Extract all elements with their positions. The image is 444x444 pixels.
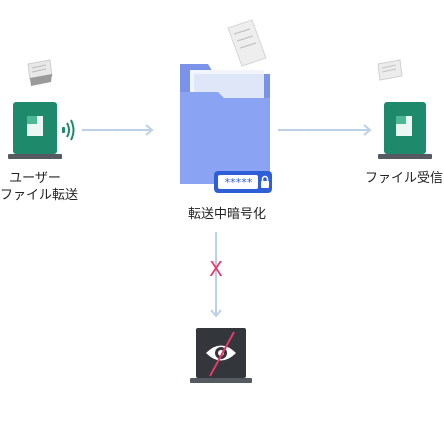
interceptor-laptop xyxy=(186,324,256,390)
document-sheet-icon xyxy=(227,19,267,67)
arrow-send xyxy=(82,124,156,136)
arrow-intercept xyxy=(210,232,222,320)
sender-label-line2: ファイル転送 xyxy=(0,188,79,203)
wifi-signal-icon xyxy=(60,118,76,142)
receiver-paper-icon xyxy=(377,59,403,81)
receiver-label: ファイル受信 xyxy=(364,171,443,186)
slash-icon xyxy=(209,331,235,377)
blocked-marker: X xyxy=(209,257,223,281)
arrow-receive xyxy=(278,124,374,136)
password-badge: ***** xyxy=(214,171,272,193)
sender-paper-icon xyxy=(27,59,53,86)
lock-icon xyxy=(260,175,270,189)
password-field: ***** xyxy=(218,175,258,189)
encryption-label: 転送中暗号化 xyxy=(187,207,266,222)
receiver-laptop xyxy=(374,56,434,166)
sender-label: ユーザー ファイル転送 xyxy=(0,170,79,204)
encrypted-folder xyxy=(170,12,280,202)
sender-label-line1: ユーザー xyxy=(9,171,61,186)
sender-laptop xyxy=(6,56,66,166)
